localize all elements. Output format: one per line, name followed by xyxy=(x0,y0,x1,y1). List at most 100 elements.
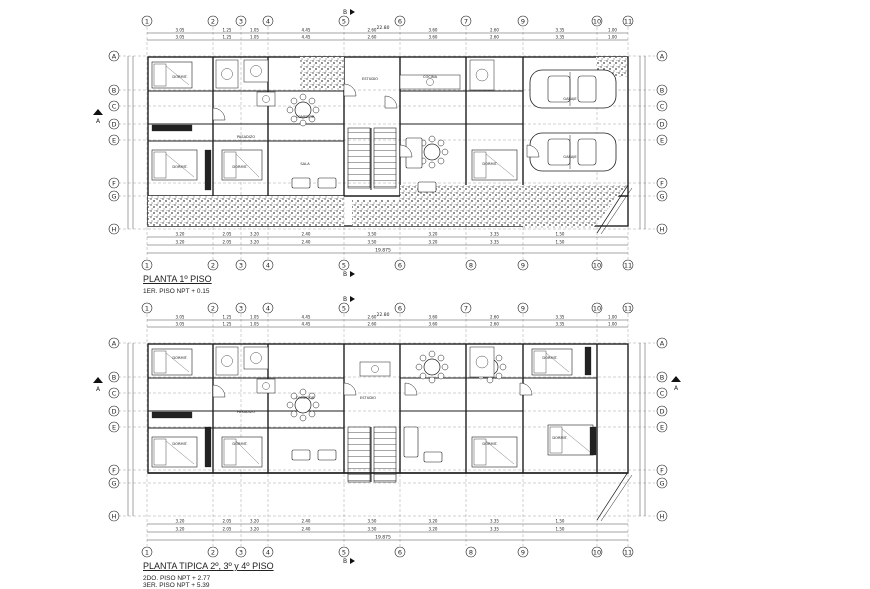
grid-bubble-top xyxy=(517,302,529,314)
bed-icon xyxy=(471,149,518,181)
grid-label-top: 5 xyxy=(342,304,346,312)
grid-bubble-bottom xyxy=(394,259,406,271)
dimension-top: 3.35 xyxy=(556,315,565,320)
grid-bubble-bottom xyxy=(517,546,529,558)
dimension-bottom-inner: 3.50 xyxy=(368,527,377,532)
wardrobe xyxy=(151,124,193,132)
grid-label-bottom: 3 xyxy=(239,261,243,269)
grid-label-row: C xyxy=(112,102,117,110)
dimension-top: 3.60 xyxy=(429,28,438,33)
wardrobe xyxy=(204,149,212,191)
grid-label-bottom: 4 xyxy=(266,261,270,269)
grid-label-bottom: 8 xyxy=(469,548,473,556)
grid-label-top: 6 xyxy=(398,17,402,25)
grid-label-row: E xyxy=(112,423,116,431)
grid-label-row: D xyxy=(659,407,664,415)
grid-bubble-top xyxy=(591,302,603,314)
grid-bubble-row xyxy=(108,223,120,235)
grid-bubble-row xyxy=(108,190,120,202)
dimension-bottom: 2.05 xyxy=(223,232,232,237)
dimension-bottom: 1.50 xyxy=(556,519,565,524)
grid-bubble-row xyxy=(656,387,668,399)
dimension-bottom-inner: 3.35 xyxy=(490,527,499,532)
stair xyxy=(347,426,371,483)
grid-label-row: B xyxy=(112,86,116,94)
grid-label-bottom: 5 xyxy=(342,261,346,269)
grid-bubble-row xyxy=(656,134,668,146)
grid-label-row: D xyxy=(659,120,664,128)
dimension-top-inner: 3.05 xyxy=(176,322,185,327)
room-label: DORMIT. xyxy=(542,356,557,360)
dining-table-icon xyxy=(286,388,320,422)
grid-label-row: G xyxy=(111,192,116,200)
dimension-top: 2.60 xyxy=(368,315,377,320)
grid-bubble-top xyxy=(460,15,472,27)
dimension-bottom: 3.20 xyxy=(176,232,185,237)
chamfer-line xyxy=(596,471,629,521)
grid-label-row: E xyxy=(660,423,664,431)
door-swing xyxy=(526,144,540,158)
grid-bubble-row xyxy=(108,477,120,489)
grid-bubble-row xyxy=(656,190,668,202)
dimension-bottom: 2.05 xyxy=(223,519,232,524)
dimension-bottom: 3.20 xyxy=(429,232,438,237)
dimension-bottom: 2.40 xyxy=(302,519,311,524)
grid-bubble-row xyxy=(108,177,120,189)
wardrobe xyxy=(151,411,193,419)
car-icon xyxy=(529,132,617,172)
dimension-bottom-inner: 2.05 xyxy=(223,240,232,245)
grid-bubble-bottom xyxy=(622,546,634,558)
grid-label-top: 3 xyxy=(239,304,243,312)
grid-bubble-top xyxy=(338,15,350,27)
dimension-overall-top: 22.80 xyxy=(377,312,390,318)
dimension-top-inner: 3.05 xyxy=(176,35,185,40)
grid-label-bottom: 2 xyxy=(211,548,215,556)
grid-bubble-row xyxy=(656,100,668,112)
section-a-label: A xyxy=(674,385,679,392)
grid-label-top: 4 xyxy=(266,304,270,312)
grid-label-row: F xyxy=(112,466,116,474)
room-label: GARAJE xyxy=(563,97,577,101)
room-label: DORMIT. xyxy=(232,165,247,169)
grid-label-top: 6 xyxy=(398,304,402,312)
dimension-top-inner: 3.60 xyxy=(429,322,438,327)
sofa-icon xyxy=(403,426,419,458)
grid-label-row: F xyxy=(112,179,116,187)
grid-bubble-bottom xyxy=(207,259,219,271)
grid-label-bottom: 11 xyxy=(624,548,632,556)
room-label: DORMIT. xyxy=(172,75,187,79)
dimension-bottom-inner: 3.50 xyxy=(368,240,377,245)
grid-bubble-row xyxy=(108,405,120,417)
dimension-top-inner: 1.05 xyxy=(250,35,259,40)
section-marker-b: B xyxy=(343,558,347,565)
dimension-top-inner: 1.00 xyxy=(608,322,617,327)
grid-bubble-top xyxy=(460,302,472,314)
room-label: COMEDOR xyxy=(296,396,315,400)
grid-label-bottom: 2 xyxy=(211,261,215,269)
dimension-top: 2.60 xyxy=(490,28,499,33)
dimension-top: 1.05 xyxy=(250,28,259,33)
fixture-icon xyxy=(256,91,276,107)
grid-label-bottom: 3 xyxy=(239,548,243,556)
grid-label-bottom: 10 xyxy=(593,261,601,269)
grid-label-bottom: 6 xyxy=(398,548,402,556)
dining-table-icon xyxy=(415,135,449,169)
grid-bubble-row xyxy=(656,371,668,383)
dimension-top-inner: 1.25 xyxy=(223,322,232,327)
section-marker-b: B xyxy=(343,296,347,303)
dimension-top: 4.45 xyxy=(302,315,311,320)
dimension-bottom-inner: 1.50 xyxy=(556,527,565,532)
grid-label-row: B xyxy=(660,373,664,381)
chamfer-line xyxy=(600,187,633,235)
room-label: ESTUDIO xyxy=(362,77,378,81)
grid-bubble-row xyxy=(108,387,120,399)
grid-label-bottom: 10 xyxy=(593,548,601,556)
dimension-top: 3.35 xyxy=(556,28,565,33)
grid-label-top: 4 xyxy=(266,17,270,25)
dimension-bottom-inner: 3.20 xyxy=(429,240,438,245)
fixture-icon xyxy=(399,74,461,90)
grid-bubble-top xyxy=(262,302,274,314)
grid-label-row: A xyxy=(112,52,117,60)
fixture-icon xyxy=(243,59,269,83)
